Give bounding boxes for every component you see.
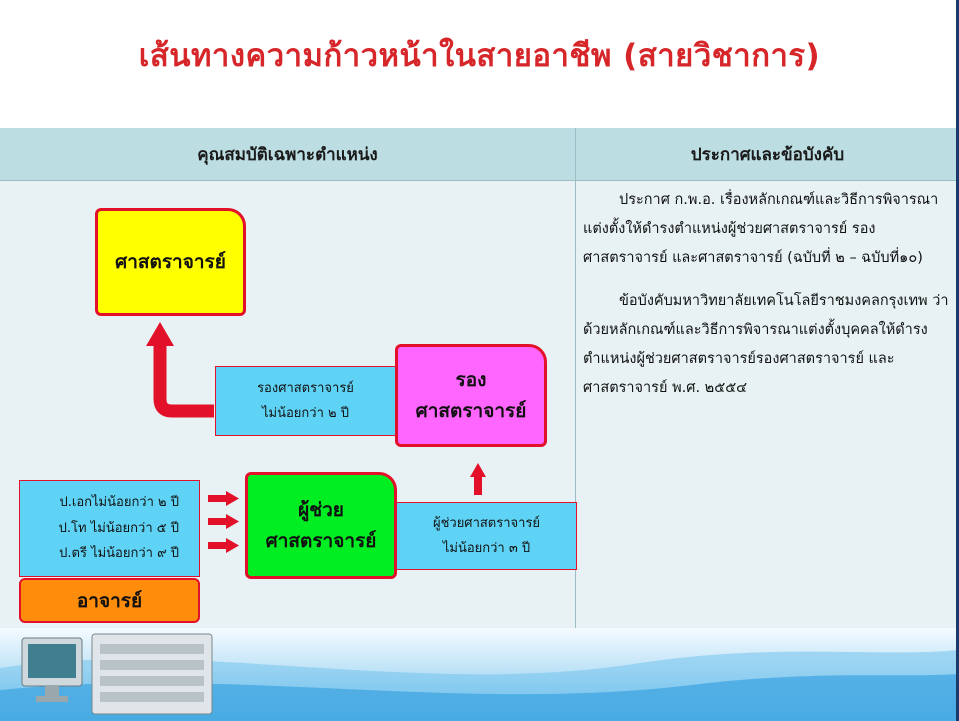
- regulations-header: ประกาศและข้อบังคับ: [576, 128, 959, 181]
- lecturer-condition-masters: ป.โท ไม่น้อยกว่า ๕ ปี: [58, 520, 179, 536]
- computer-icon: [21, 633, 213, 715]
- associate-line1: รอง: [455, 369, 487, 392]
- associate-professor-box: รอง ศาสตราจารย์: [395, 344, 547, 447]
- lecturer-condition-box: ป.เอกไม่น้อยกว่า ๒ ปี ป.โท ไม่น้อยกว่า ๕…: [19, 480, 200, 577]
- regulation-paragraph-1: ประกาศ ก.พ.อ. เรื่องหลักเกณฑ์และวิธีการพ…: [583, 192, 939, 266]
- lecturer-condition-bachelors: ป.ตรี ไม่น้อยกว่า ๙ ปี: [59, 546, 179, 562]
- lecturer-condition-phd: ป.เอกไม่น้อยกว่า ๒ ปี: [59, 495, 179, 511]
- assistant-condition-line2: ไม่น้อยกว่า ๓ ปี: [442, 541, 531, 556]
- assistant-line2: ศาสตราจารย์: [265, 529, 377, 552]
- assistant-condition-line1: ผู้ช่วยศาสตราจารย์: [432, 515, 541, 531]
- column-divider: [575, 180, 576, 628]
- assistant-professor-box: ผู้ช่วย ศาสตราจารย์: [245, 472, 397, 579]
- footer-banner: [0, 628, 959, 721]
- lecturer-box: อาจารย์: [19, 578, 200, 623]
- assistant-line1: ผู้ช่วย: [298, 499, 344, 522]
- professor-box: ศาสตราจารย์: [95, 208, 246, 316]
- associate-condition-line1: รองศาสตราจารย์: [257, 380, 354, 396]
- up-arrow-to-associate: [474, 475, 482, 495]
- up-arrowhead-associate: [470, 463, 486, 477]
- up-arrow-to-professor: [153, 344, 214, 418]
- slide-border: [956, 0, 959, 721]
- associate-condition-line2: ไม่น้อยกว่า ๒ ปี: [262, 406, 349, 421]
- qualifications-header: คุณสมบัติเฉพาะตำแหน่ง: [0, 128, 576, 181]
- right-arrows-to-assistant: [208, 491, 239, 553]
- assistant-condition-box: ผู้ช่วยศาสตราจารย์ ไม่น้อยกว่า ๓ ปี: [396, 502, 577, 570]
- footer-wave-decoration: [0, 633, 959, 721]
- up-arrowhead-professor: [146, 322, 174, 346]
- regulations-text: ประกาศ ก.พ.อ. เรื่องหลักเกณฑ์และวิธีการพ…: [583, 186, 949, 417]
- regulation-paragraph-2: ข้อบังคับมหาวิทยาลัยเทคโนโลยีราชมงคลกรุง…: [583, 293, 949, 396]
- associate-line2: ศาสตราจารย์: [415, 399, 527, 422]
- associate-condition-box: รองศาสตราจารย์ ไม่น้อยกว่า ๒ ปี: [215, 366, 396, 436]
- page-title: เส้นทางความก้าวหน้าในสายอาชีพ (สายวิชากา…: [138, 38, 821, 74]
